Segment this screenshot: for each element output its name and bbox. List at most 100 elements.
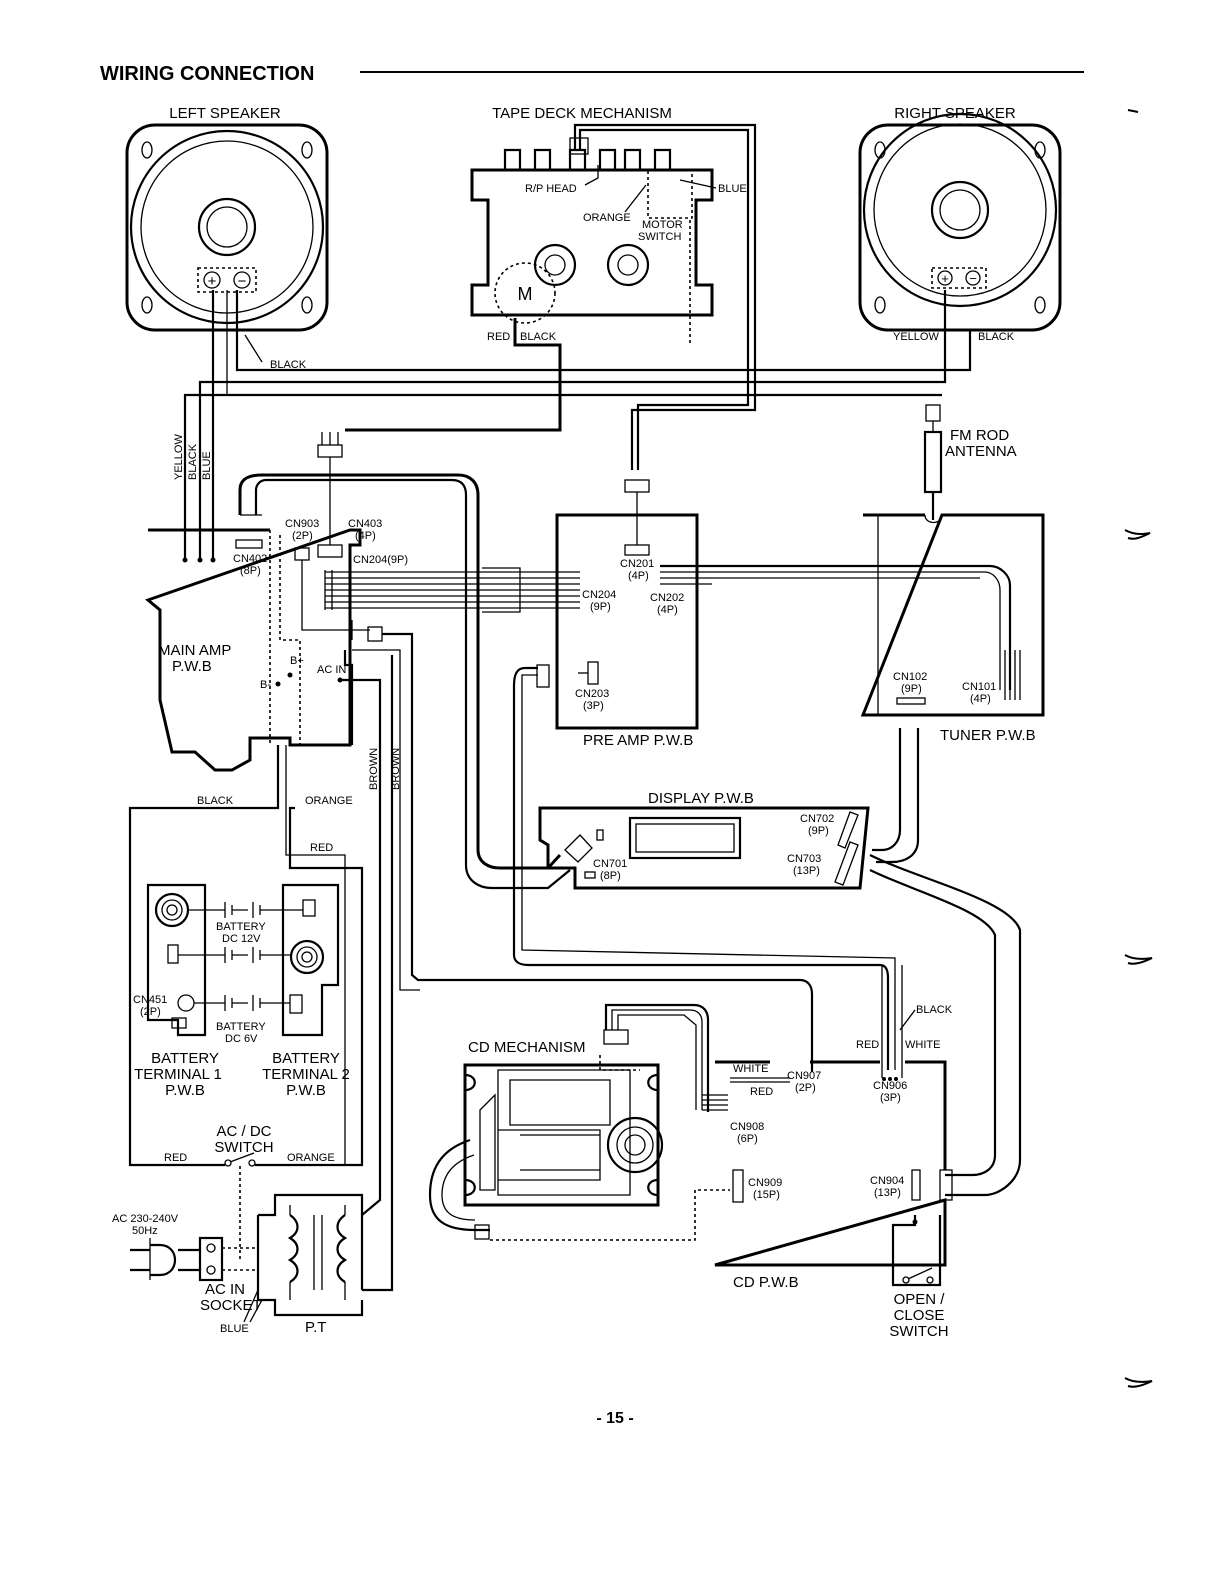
left-plus-terminal: + (208, 273, 217, 290)
fm-rod-label-1: FM ROD (950, 427, 1009, 444)
bt1-label-2: TERMINAL 1 (134, 1066, 222, 1083)
cn907-white-label: WHITE (733, 1063, 768, 1075)
acdc-switch-label-2: SWITCH (214, 1139, 273, 1156)
battery-box-black-label: BLACK (197, 795, 234, 807)
cn906-pins: (3P) (880, 1092, 901, 1104)
acdc-red-label: RED (164, 1152, 187, 1164)
cn908-pins: (6P) (737, 1133, 758, 1145)
open-close-label-3: SWITCH (889, 1323, 948, 1340)
cn702-label: CN702 (800, 813, 834, 825)
motor-switch-label-2: SWITCH (638, 231, 681, 243)
ac-socket-label-1: AC IN (205, 1281, 245, 1298)
tape-deck-label: TAPE DECK MECHANISM (492, 105, 672, 122)
tape-deck-mechanism: TAPE DECK MECHANISM R/P HEAD BLUE ORANGE… (470, 105, 747, 343)
cd-pwb: CD P.W.B WHITE RED CN907 (2P) CN908 (6P)… (702, 965, 953, 1291)
cn451-label: CN451 (133, 994, 167, 1006)
cd-mechanism-label: CD MECHANISM (468, 1039, 586, 1056)
page-number: - 15 - (596, 1410, 633, 1427)
fm-rod-label-2: ANTENNA (945, 443, 1017, 460)
cn701-pins: (8P) (600, 870, 621, 882)
right-speaker-black-label: BLACK (978, 331, 1015, 343)
upper-wiring: BLACK YELLOW BLACK BLUE (173, 123, 972, 560)
b-minus-label: B- (260, 679, 271, 691)
power-transformer-label: P.T (305, 1319, 326, 1336)
acdc-switch-label-1: AC / DC (216, 1123, 271, 1140)
cn203-pins: (3P) (583, 700, 604, 712)
cn906-white-label: WHITE (905, 1039, 940, 1051)
bt1-label-1: BATTERY (151, 1050, 219, 1067)
cn201-label: CN201 (620, 558, 654, 570)
b-plus-label: B+ (290, 655, 304, 667)
tuner-pwb: TUNER P.W.B CN102 (9P) CN101 (4P) (860, 513, 1045, 744)
motor-switch-blue-label: BLUE (718, 183, 747, 195)
cn702-pins: (9P) (808, 825, 829, 837)
ac-socket-blue-label: BLUE (220, 1323, 249, 1335)
open-close-switch: OPEN / CLOSE SWITCH (889, 1215, 949, 1340)
cn907-red-label: RED (750, 1086, 773, 1098)
speaker-black-label: BLACK (187, 443, 199, 480)
cn402-label: CN402 (233, 553, 267, 565)
cn403-pins: (4P) (355, 530, 376, 542)
cn703-pins: (13P) (793, 865, 820, 877)
battery-6v-label-2: DC 6V (225, 1033, 258, 1045)
cn909-label: CN909 (748, 1177, 782, 1189)
open-close-label-1: OPEN / (894, 1291, 946, 1308)
cn102-pins: (9P) (901, 683, 922, 695)
right-minus-terminal: − (969, 271, 977, 286)
tape-orange-label: ORANGE (583, 212, 631, 224)
ac-rating-label-1: AC 230-240V (112, 1213, 179, 1225)
battery-12v-label-1: BATTERY (216, 921, 266, 933)
bt2-label-1: BATTERY (272, 1050, 340, 1067)
motor-switch-label-1: MOTOR (642, 219, 683, 231)
battery-12v-label-2: DC 12V (222, 933, 261, 945)
motor-symbol: M (518, 284, 533, 304)
ac-input-transformer: AC 230-240V 50Hz AC IN SOCKET BLUE P.T (112, 1193, 364, 1336)
cn908-label: CN908 (730, 1121, 764, 1133)
cn903-label: CN903 (285, 518, 319, 530)
cn204-9p-label: CN204(9P) (353, 554, 408, 566)
tape-red-label: RED (487, 331, 510, 343)
cd-mechanism: CD MECHANISM (428, 1003, 730, 1241)
speaker-yellow-label: YELLOW (173, 434, 185, 480)
cn203-label: CN203 (575, 688, 609, 700)
bt1-label-3: P.W.B (165, 1082, 205, 1099)
left-speaker-black-label: BLACK (270, 359, 307, 371)
cn909-pins: (15P) (753, 1189, 780, 1201)
cn907-label: CN907 (787, 1070, 821, 1082)
tuner-label: TUNER P.W.B (940, 727, 1036, 744)
cn201-pins: (4P) (628, 570, 649, 582)
display-pwb: DISPLAY P.W.B CN702 (9P) CN703 (13P) CN7… (538, 790, 870, 890)
left-speaker-label: LEFT SPEAKER (169, 105, 281, 122)
ac-socket-label-2: SOCKET (200, 1297, 262, 1314)
main-amp-label-2: P.W.B (172, 658, 212, 675)
display-label: DISPLAY P.W.B (648, 790, 754, 807)
cn703-label: CN703 (787, 853, 821, 865)
tape-black-label: BLACK (520, 331, 557, 343)
ac-in-label: AC IN (317, 664, 346, 676)
cn402-pins: (8P) (240, 565, 261, 577)
open-close-label-2: CLOSE (894, 1307, 945, 1324)
cn202-pins: (4P) (657, 604, 678, 616)
cn204-label: CN204 (582, 589, 616, 601)
cn907-pins: (2P) (795, 1082, 816, 1094)
cn906-red-label: RED (856, 1039, 879, 1051)
cd-pwb-label: CD P.W.B (733, 1274, 799, 1291)
speaker-blue-label: BLUE (201, 451, 213, 480)
brown-label-1: BROWN (368, 748, 380, 790)
right-plus-terminal: + (941, 271, 949, 286)
cn906-black-label: BLACK (916, 1004, 953, 1016)
cn204-pins: (9P) (590, 601, 611, 613)
page-title: WIRING CONNECTION (100, 63, 314, 85)
acdc-orange-label: ORANGE (287, 1152, 335, 1164)
right-speaker-yellow-label: YELLOW (893, 331, 939, 343)
rp-head-label: R/P HEAD (525, 183, 577, 195)
battery-6v-label-1: BATTERY (216, 1021, 266, 1033)
main-amp-pwb: MAIN AMP P.W.B CN402 (8P) CN903 (2P) CN4… (144, 518, 408, 772)
pre-amp-label: PRE AMP P.W.B (583, 732, 693, 749)
fm-rod-antenna: FM ROD ANTENNA (923, 404, 1017, 520)
cn204-flat-cable (325, 567, 580, 613)
cn101-label: CN101 (962, 681, 996, 693)
left-minus-terminal: − (238, 273, 247, 290)
pre-amp-pwb: PRE AMP P.W.B CN201 (4P) CN204 (9P) CN20… (555, 513, 699, 749)
